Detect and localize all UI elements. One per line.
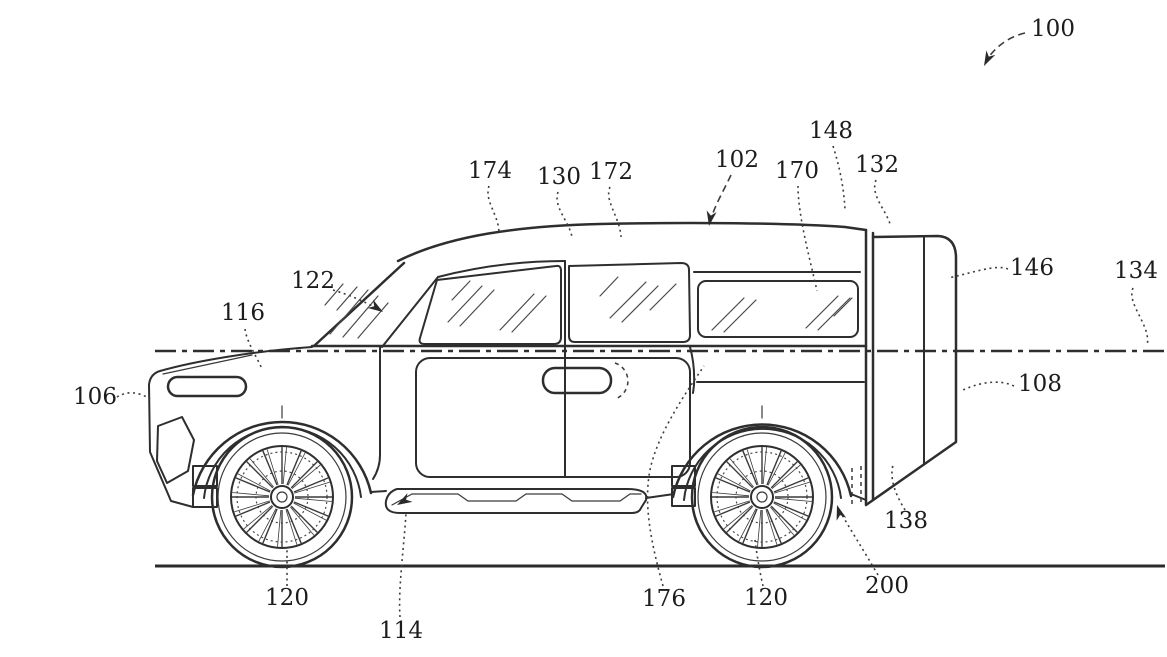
headlight xyxy=(166,375,248,398)
ref-label-116: 116 xyxy=(221,300,265,370)
body-bottom-mid xyxy=(645,493,675,499)
leader-line-130 xyxy=(556,191,573,238)
hood-inner-line xyxy=(162,354,253,375)
leader-line-132 xyxy=(873,179,891,225)
ref-number-120: 120 xyxy=(265,585,309,611)
ref-label-114: 114 xyxy=(379,493,423,644)
ref-number-176: 176 xyxy=(642,586,686,612)
ref-label-132: 132 xyxy=(855,152,899,225)
front-arch-step-2 xyxy=(192,487,218,508)
ref-number-146: 146 xyxy=(1010,255,1054,281)
leader-line-138 xyxy=(891,464,906,511)
leader-line-102 xyxy=(710,174,732,220)
ref-label-120: 120 xyxy=(744,539,788,611)
leader-line-100 xyxy=(987,32,1026,59)
ref-label-102: 102 xyxy=(706,147,759,226)
front-wheel xyxy=(210,425,354,569)
ref-number-132: 132 xyxy=(855,152,899,178)
front-wheel-spokes xyxy=(232,447,332,547)
ref-number-200: 200 xyxy=(865,573,909,599)
arrowhead-114 xyxy=(397,493,413,505)
ref-number-114: 114 xyxy=(379,618,423,644)
window-top-line xyxy=(437,260,566,278)
vehicle-body xyxy=(148,221,958,514)
door-handle-swing-arc xyxy=(614,362,629,400)
rear-arch-step-2 xyxy=(671,487,696,507)
rear-module-outline xyxy=(864,234,958,507)
ref-label-108: 108 xyxy=(962,371,1062,397)
leader-line-148 xyxy=(832,145,846,211)
door-handle xyxy=(541,366,613,395)
ref-label-200: 200 xyxy=(836,505,909,599)
ref-number-130: 130 xyxy=(537,164,581,190)
ref-label-174: 174 xyxy=(468,158,512,234)
ref-label-122: 122 xyxy=(291,268,383,312)
ref-number-138: 138 xyxy=(884,508,928,534)
a-pillar xyxy=(381,276,439,348)
rear-door-window xyxy=(568,262,691,343)
windshield-front-edge xyxy=(312,261,406,348)
ref-number-172: 172 xyxy=(589,159,633,185)
ref-number-102: 102 xyxy=(715,147,759,173)
leader-line-106 xyxy=(116,392,151,400)
body-bottom-rear xyxy=(850,493,867,501)
rear-fender-arch-outer xyxy=(671,423,853,499)
leader-line-108 xyxy=(962,381,1015,391)
front-door-leading-edge xyxy=(372,346,381,480)
hood-line xyxy=(148,346,313,386)
arrowhead-100 xyxy=(984,50,996,66)
front-fascia-edge xyxy=(148,384,194,508)
glass-hatching xyxy=(324,276,853,339)
ref-number-170: 170 xyxy=(775,158,819,184)
ref-label-146: 146 xyxy=(947,255,1054,281)
ref-number-134: 134 xyxy=(1114,258,1158,284)
ref-label-148: 148 xyxy=(809,118,853,211)
front-arch-step-1 xyxy=(192,465,218,487)
rear-wheel xyxy=(690,425,834,569)
ref-label-120: 120 xyxy=(265,549,309,611)
ref-number-100: 100 xyxy=(1031,16,1075,42)
rear-wheel-spokes xyxy=(712,447,812,547)
door-panel xyxy=(415,357,691,478)
running-board-steps xyxy=(391,493,642,506)
ref-number-120: 120 xyxy=(744,585,788,611)
front-door-window xyxy=(418,264,562,345)
arrowhead-200 xyxy=(836,505,847,521)
leader-line-170 xyxy=(797,185,818,292)
leader-line-134 xyxy=(1131,287,1149,347)
ref-label-176: 176 xyxy=(642,365,705,612)
ref-number-116: 116 xyxy=(221,300,265,326)
ref-number-174: 174 xyxy=(468,158,512,184)
ref-number-148: 148 xyxy=(809,118,853,144)
front-fender-arch-outer xyxy=(191,420,373,497)
leader-line-200 xyxy=(840,512,879,576)
arrowhead-122 xyxy=(367,299,383,312)
front-bumper-vent xyxy=(156,416,195,484)
ref-label-172: 172 xyxy=(589,159,633,238)
ref-label-134: 134 xyxy=(1114,258,1158,347)
ref-label-106: 106 xyxy=(73,384,151,410)
arrowhead-102 xyxy=(706,210,717,226)
leader-line-176 xyxy=(646,365,705,587)
ref-number-108: 108 xyxy=(1018,371,1062,397)
ref-number-122: 122 xyxy=(291,268,335,294)
quarter-window xyxy=(697,280,859,338)
ref-label-130: 130 xyxy=(537,164,581,238)
ref-label-138: 138 xyxy=(884,464,928,534)
roof-line xyxy=(396,221,868,263)
ref-label-170: 170 xyxy=(775,158,819,292)
leader-line-116 xyxy=(244,328,263,370)
leader-line-174 xyxy=(487,185,500,234)
ref-number-106: 106 xyxy=(73,384,117,410)
ref-label-100: 100 xyxy=(984,16,1075,66)
leader-line-172 xyxy=(607,186,622,238)
running-board-outline xyxy=(384,488,648,514)
body-bottom-front xyxy=(370,490,387,493)
rear-door-trailing-edge xyxy=(689,346,696,394)
